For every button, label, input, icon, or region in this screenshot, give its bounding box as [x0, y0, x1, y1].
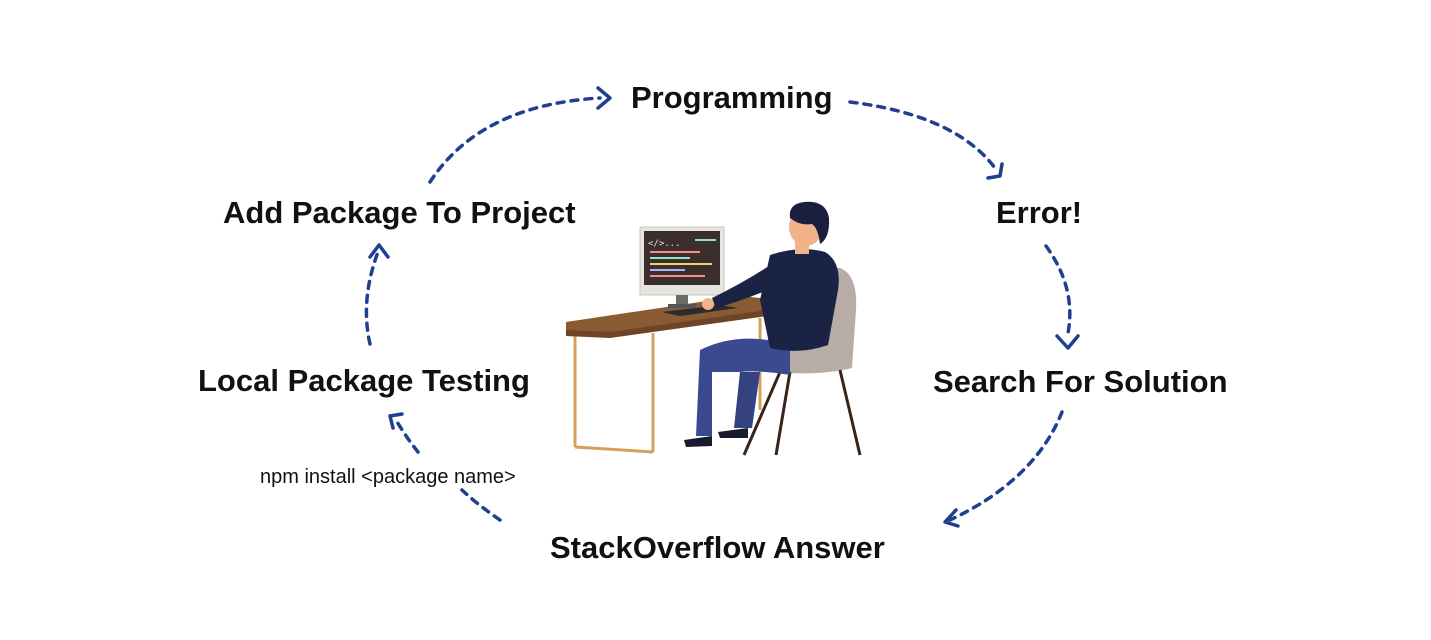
npm-install-command: npm install <package name>: [260, 466, 516, 488]
arrow-stackoverflow-to-local: [460, 488, 502, 522]
step-search-for-solution: Search For Solution: [933, 364, 1228, 399]
arrow-local-to-add: [364, 250, 380, 346]
monitor-code-text: </>...: [648, 239, 681, 249]
desk-legs: [573, 318, 762, 454]
arrow-stackoverflow-to-local-upper: [394, 418, 420, 454]
arrowhead-search: [1055, 334, 1080, 350]
arrowhead-add: [368, 243, 390, 259]
step-error: Error!: [996, 195, 1083, 230]
arrowhead-error: [986, 162, 1004, 180]
arrowhead-programming: [596, 86, 612, 110]
step-programming: Programming: [631, 80, 833, 115]
monitor: </>...: [639, 226, 725, 308]
arrowhead-local: [388, 412, 404, 430]
keyboard: [662, 305, 738, 316]
step-add-package-to-project: Add Package To Project: [223, 195, 576, 230]
step-local-package-testing: Local Package Testing: [198, 363, 530, 398]
arrow-search-to-stackoverflow: [948, 410, 1064, 522]
arrowhead-stackoverflow: [943, 508, 960, 528]
person: [684, 201, 839, 447]
step-stackoverflow-answer: StackOverflow Answer: [550, 530, 885, 565]
desk-top: [566, 296, 782, 336]
arrow-add-to-programming: [428, 96, 602, 184]
arrow-error-to-search: [1044, 244, 1072, 340]
arrow-programming-to-error: [848, 100, 997, 170]
